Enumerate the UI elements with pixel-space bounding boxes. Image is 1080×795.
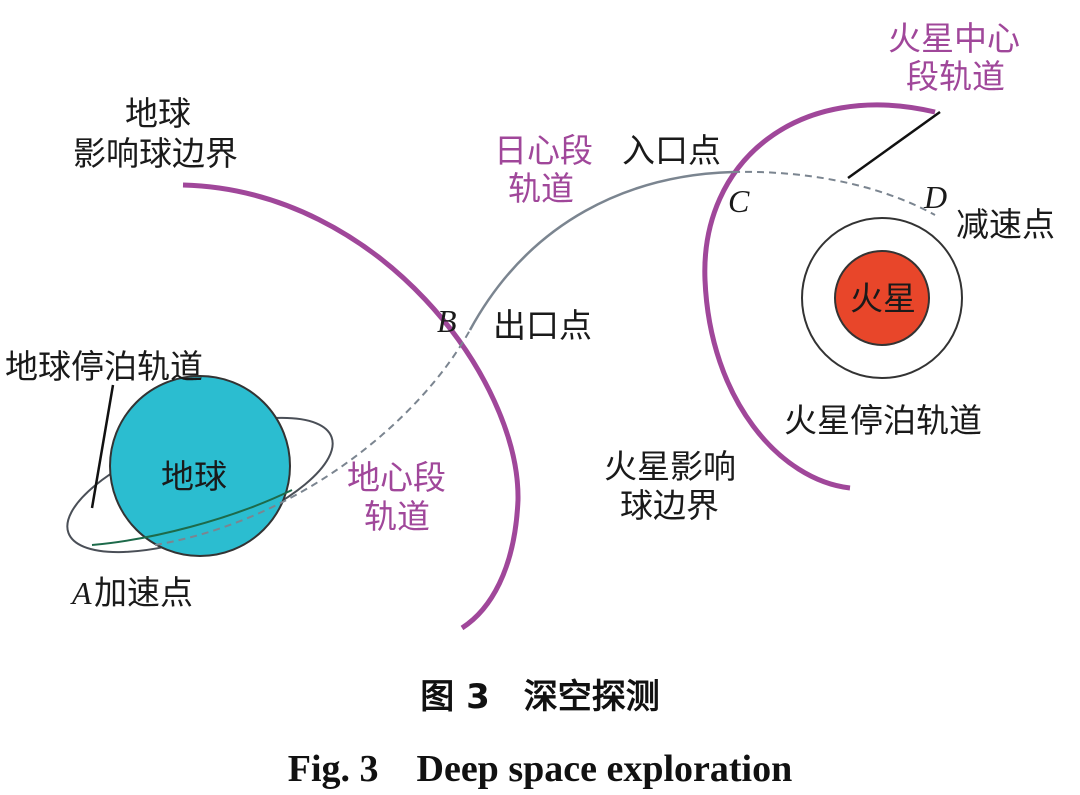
mars-centric-label-line1: 火星中心	[888, 19, 1020, 58]
mars-parking-orbit-label: 火星停泊轨道	[784, 401, 982, 440]
mars-parking-orbit	[801, 217, 963, 379]
geocentric-label-line1: 地心段	[347, 458, 446, 497]
earth-soi-label-line2: 影响球边界	[73, 134, 238, 173]
earth-parking-leader-line	[90, 384, 115, 509]
caption-english: Fig. 3 Deep space exploration	[288, 748, 793, 790]
mars-soi-label-line2: 球边界	[620, 486, 719, 525]
accel-point-label: 加速点	[94, 573, 193, 612]
heliocentric-label-line1: 日心段	[494, 131, 593, 170]
point-d-label: D	[923, 179, 947, 215]
caption-chinese: 图 3 深空探测	[420, 677, 660, 717]
mars-label: 火星	[850, 279, 916, 318]
exit-point-label: 出口点	[493, 306, 592, 345]
geocentric-label-line2: 轨道	[364, 497, 430, 536]
heliocentric-label-line2: 轨道	[508, 169, 574, 208]
point-c-label: C	[728, 183, 750, 219]
point-a-label: A	[70, 575, 92, 611]
mars-circle	[834, 250, 930, 346]
mars-soi-boundary-arc	[702, 102, 936, 491]
entry-point-label: 入口点	[622, 131, 721, 170]
earth-soi-label-line1: 地球	[125, 94, 191, 133]
earth-soi-boundary-arc	[182, 182, 521, 631]
point-b-label: B	[437, 303, 457, 339]
mars-centric-label-line2: 段轨道	[906, 57, 1005, 96]
earth-orbit-front	[91, 489, 293, 546]
decel-point-label: 减速点	[956, 205, 1055, 244]
earth-label: 地球	[161, 457, 227, 496]
geocentric-transfer-orbit	[154, 329, 471, 546]
mars-centric-leader-line	[847, 110, 941, 180]
earth-circle	[109, 375, 291, 557]
mars-soi-label-line1: 火星影响	[604, 447, 736, 486]
earth-parking-orbit-label: 地球停泊轨道	[5, 347, 203, 386]
heliocentric-transfer-orbit	[468, 170, 734, 331]
mars-centric-orbit	[732, 170, 936, 216]
